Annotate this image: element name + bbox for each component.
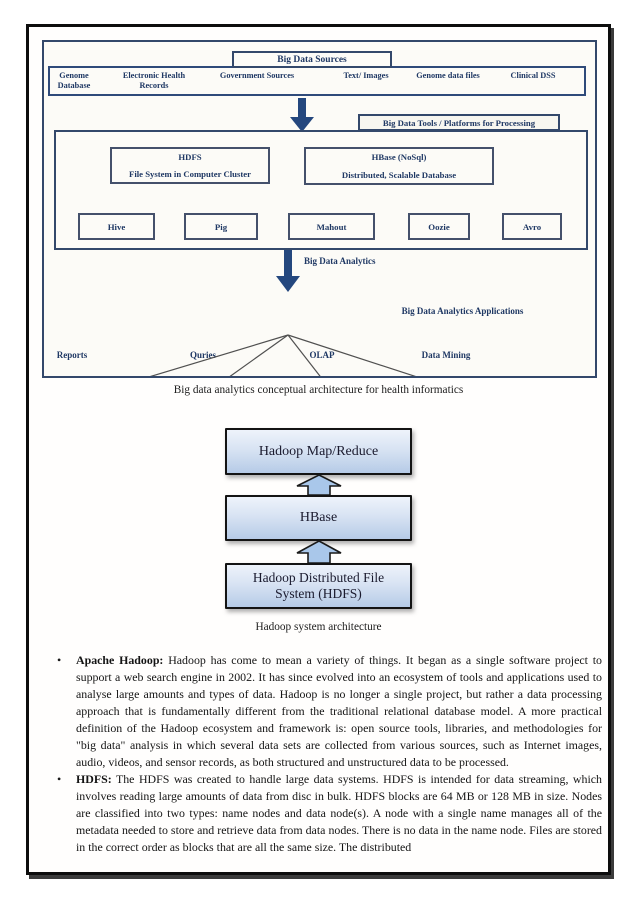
- tool-box-pig: Pig: [184, 213, 258, 240]
- big-data-architecture-diagram: Big Data Sources Genome Database Electro…: [42, 40, 597, 378]
- tools-platforms-label-box: Big Data Tools / Platforms for Processin…: [358, 114, 560, 131]
- up-arrow-icon: [296, 540, 341, 564]
- up-arrow-icon: [296, 474, 341, 496]
- body-text: Apache Hadoop: Hadoop has come to mean a…: [57, 652, 602, 856]
- application-label: OLAP: [309, 350, 335, 360]
- source-label: Genome Database: [57, 71, 91, 90]
- source-label: Clinical DSS: [510, 71, 556, 80]
- fan-arrows: [150, 334, 416, 376]
- tool-box-avro: Avro: [502, 213, 562, 240]
- hbase-box-title: HBase (NoSql): [371, 152, 427, 162]
- down-arrow-icon: [290, 98, 314, 132]
- hbase-box-subtitle: Distributed, Scalable Database: [341, 170, 457, 180]
- bullet-body: The HDFS was created to handle large dat…: [76, 772, 602, 854]
- hdfs-layer-box: Hadoop Distributed File System (HDFS): [225, 563, 412, 609]
- hadoop-mapreduce-box: Hadoop Map/Reduce: [225, 428, 412, 475]
- application-label: Reports: [56, 350, 88, 360]
- bullet-hdfs: HDFS: The HDFS was created to handle lar…: [57, 771, 602, 856]
- hdfs-box: HDFS File System in Computer Cluster: [110, 147, 270, 184]
- down-arrow-icon: [276, 250, 300, 292]
- bullet-paragraph: HDFS: The HDFS was created to handle lar…: [76, 771, 602, 856]
- application-label: Quries: [190, 350, 216, 360]
- figure-caption-health-informatics: Big data analytics conceptual architectu…: [173, 384, 464, 396]
- bullet-lead: Apache Hadoop:: [76, 653, 164, 667]
- page-border: Big Data Sources Genome Database Electro…: [26, 24, 611, 875]
- tool-box-mahout: Mahout: [288, 213, 375, 240]
- big-data-analytics-label: Big Data Analytics: [304, 256, 376, 266]
- bullet-paragraph: Apache Hadoop: Hadoop has come to mean a…: [76, 652, 602, 771]
- tools-platforms-box: HDFS File System in Computer Cluster HBa…: [54, 130, 588, 250]
- bullet-body: Hadoop has come to mean a variety of thi…: [76, 653, 602, 769]
- hadoop-architecture-diagram: Hadoop Map/Reduce HBase Hadoop Distribut…: [225, 428, 412, 609]
- analytics-applications-label: Big Data Analytics Applications: [401, 306, 524, 316]
- source-label: Government Sources: [219, 71, 295, 80]
- tool-box-oozie: Oozie: [408, 213, 470, 240]
- tool-box-hive: Hive: [78, 213, 155, 240]
- hbase-box: HBase (NoSql) Distributed, Scalable Data…: [304, 147, 494, 185]
- source-label: Genome data files: [416, 71, 480, 80]
- hdfs-box-title: HDFS: [178, 152, 202, 162]
- data-sources-box: Genome Database Electronic Health Record…: [48, 66, 586, 96]
- bullet-marker: [57, 652, 76, 771]
- bullet-marker: [57, 771, 76, 856]
- source-label: Text/ Images: [343, 71, 389, 80]
- application-label: Data Mining: [421, 350, 471, 360]
- bullet-apache-hadoop: Apache Hadoop: Hadoop has come to mean a…: [57, 652, 602, 771]
- big-data-sources-title-box: Big Data Sources: [232, 51, 392, 68]
- hbase-layer-box: HBase: [225, 495, 412, 541]
- source-label: Electronic Health Records: [122, 71, 186, 90]
- bullet-lead: HDFS:: [76, 772, 112, 786]
- hdfs-box-subtitle: File System in Computer Cluster: [129, 169, 251, 179]
- figure-caption-hadoop: Hadoop system architecture: [255, 621, 382, 633]
